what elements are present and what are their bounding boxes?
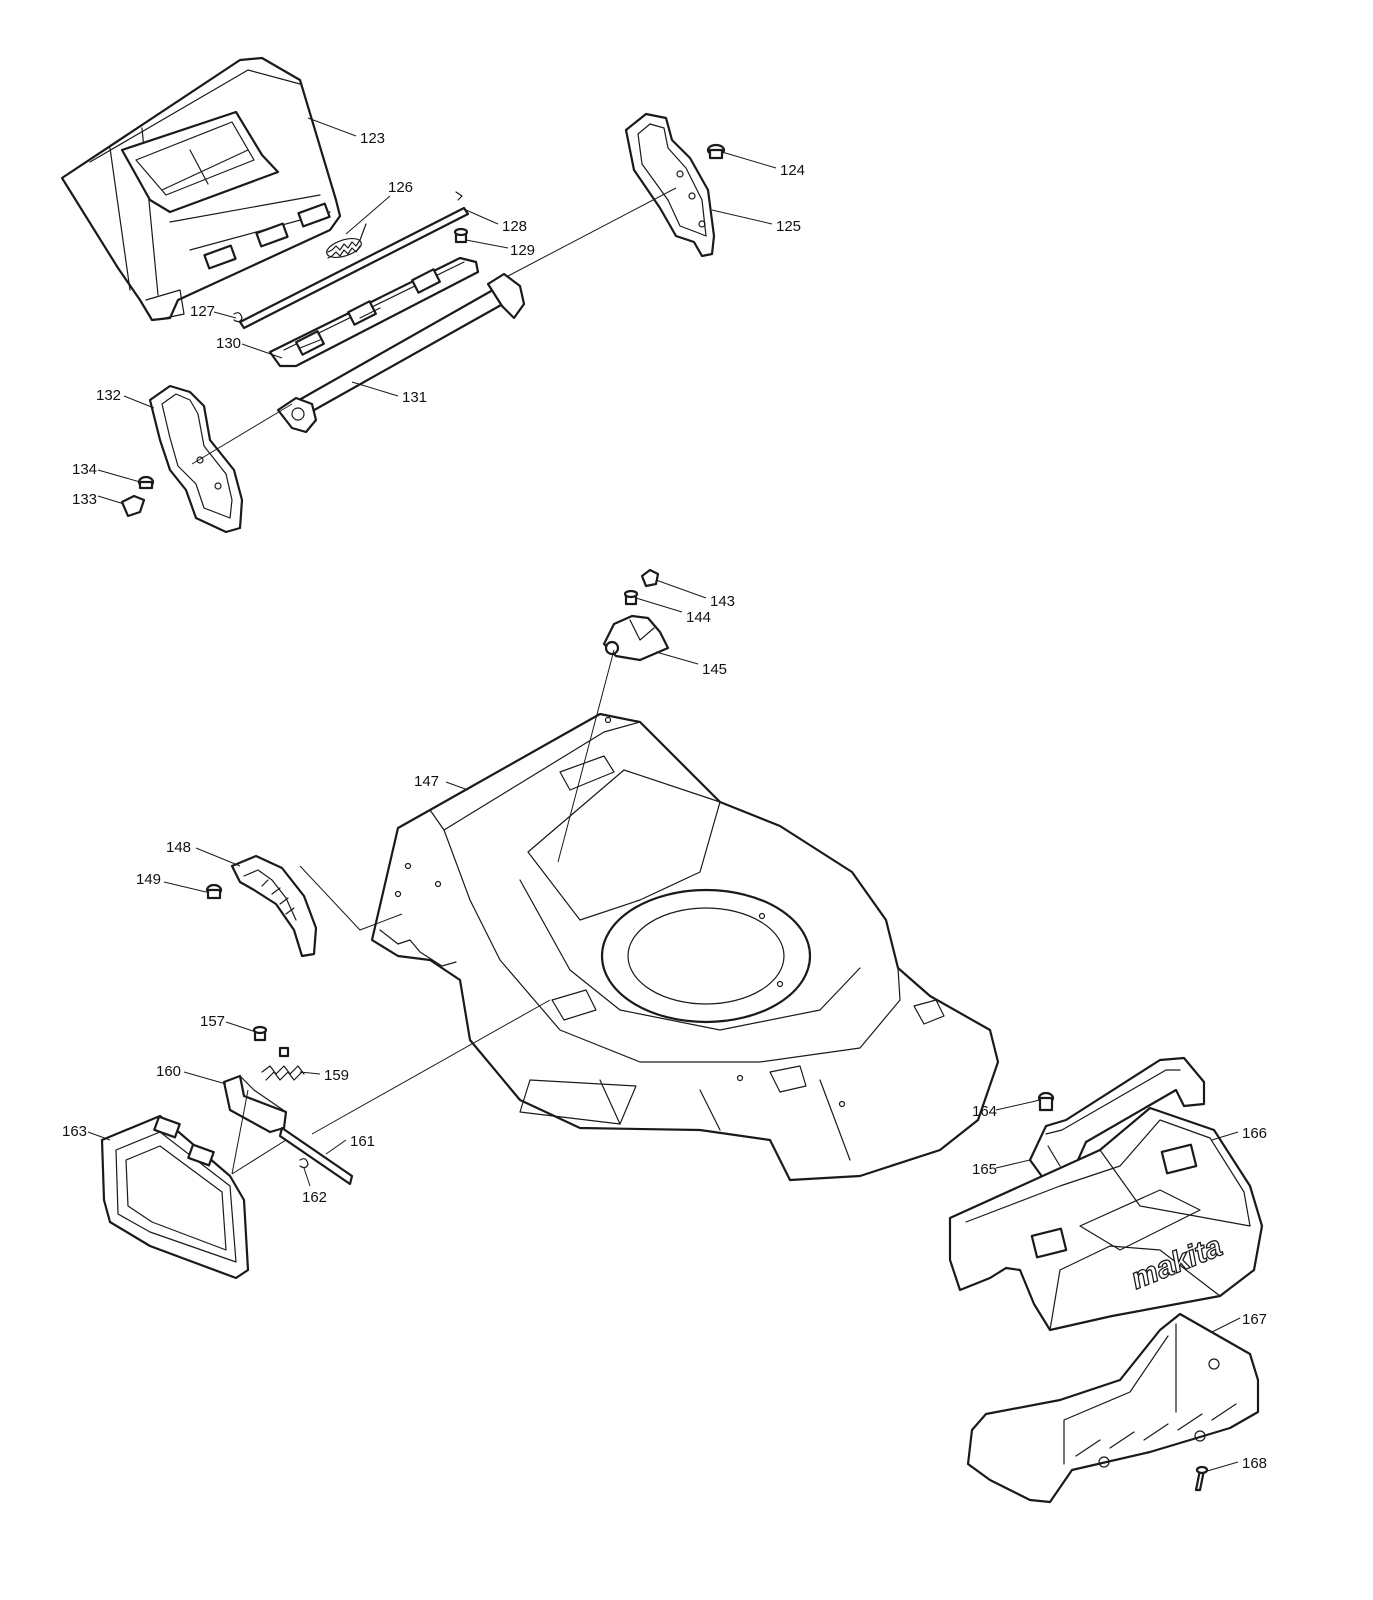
callout-labels: 123 124 125 126 127 128 129 130 131 132 … xyxy=(62,130,1267,1472)
callout-130: 130 xyxy=(216,335,241,352)
callout-163: 163 xyxy=(62,1123,87,1140)
part-126-spring xyxy=(326,223,367,259)
part-144-screw xyxy=(623,589,639,606)
callout-164: 164 xyxy=(972,1103,997,1120)
part-160-bracket xyxy=(222,1074,288,1134)
callout-165: 165 xyxy=(972,1161,997,1178)
part-163-flap xyxy=(100,1114,250,1280)
callout-145: 145 xyxy=(702,661,727,678)
callout-132: 132 xyxy=(96,387,121,404)
part-147-deck xyxy=(370,712,1000,1182)
part-124-bolt xyxy=(706,143,726,160)
callout-125: 125 xyxy=(776,218,801,235)
callout-127: 127 xyxy=(190,303,215,320)
part-145-bracket xyxy=(602,614,670,662)
part-167-tray xyxy=(966,1312,1260,1504)
callout-144: 144 xyxy=(686,609,711,626)
part-166-cover: makita xyxy=(948,1106,1264,1332)
callout-128: 128 xyxy=(502,218,527,235)
part-128-rod xyxy=(238,191,470,330)
part-159-spring xyxy=(261,1046,305,1081)
callout-167: 167 xyxy=(1242,1311,1267,1328)
part-148-height-plate xyxy=(230,854,318,958)
callout-134: 134 xyxy=(72,461,97,478)
part-127-clip xyxy=(233,312,243,323)
callout-133: 133 xyxy=(72,491,97,508)
part-143-nut xyxy=(640,568,660,588)
part-131-axle xyxy=(276,272,526,434)
callout-159: 159 xyxy=(324,1067,349,1084)
callout-148: 148 xyxy=(166,839,191,856)
callout-131: 131 xyxy=(402,389,427,406)
callout-162: 162 xyxy=(302,1189,327,1206)
part-129-screw xyxy=(453,227,469,244)
part-123-cover xyxy=(60,56,342,322)
callout-leaders xyxy=(87,117,1241,1473)
part-149-screw xyxy=(205,883,223,900)
callout-157: 157 xyxy=(200,1013,225,1030)
part-168-screw xyxy=(1194,1465,1209,1492)
part-132-left-plate xyxy=(148,384,244,534)
part-164-screw xyxy=(1037,1091,1055,1112)
callout-160: 160 xyxy=(156,1063,181,1080)
callout-147: 147 xyxy=(414,773,439,790)
callout-124: 124 xyxy=(780,162,805,179)
part-130-bracket xyxy=(268,256,480,368)
part-161-pin xyxy=(278,1126,354,1186)
callout-161: 161 xyxy=(350,1133,375,1150)
callout-126: 126 xyxy=(388,179,413,196)
part-134-screw xyxy=(137,475,155,490)
part-162-clip xyxy=(299,1158,309,1169)
callout-149: 149 xyxy=(136,871,161,888)
assembly-lines xyxy=(191,187,677,1175)
callout-129: 129 xyxy=(510,242,535,259)
part-125-right-plate xyxy=(624,112,716,258)
callout-166: 166 xyxy=(1242,1125,1267,1142)
part-133-nut xyxy=(120,494,146,518)
callout-143: 143 xyxy=(710,593,735,610)
callout-123: 123 xyxy=(360,130,385,147)
part-157-screw xyxy=(252,1025,268,1042)
callout-168: 168 xyxy=(1242,1455,1267,1472)
